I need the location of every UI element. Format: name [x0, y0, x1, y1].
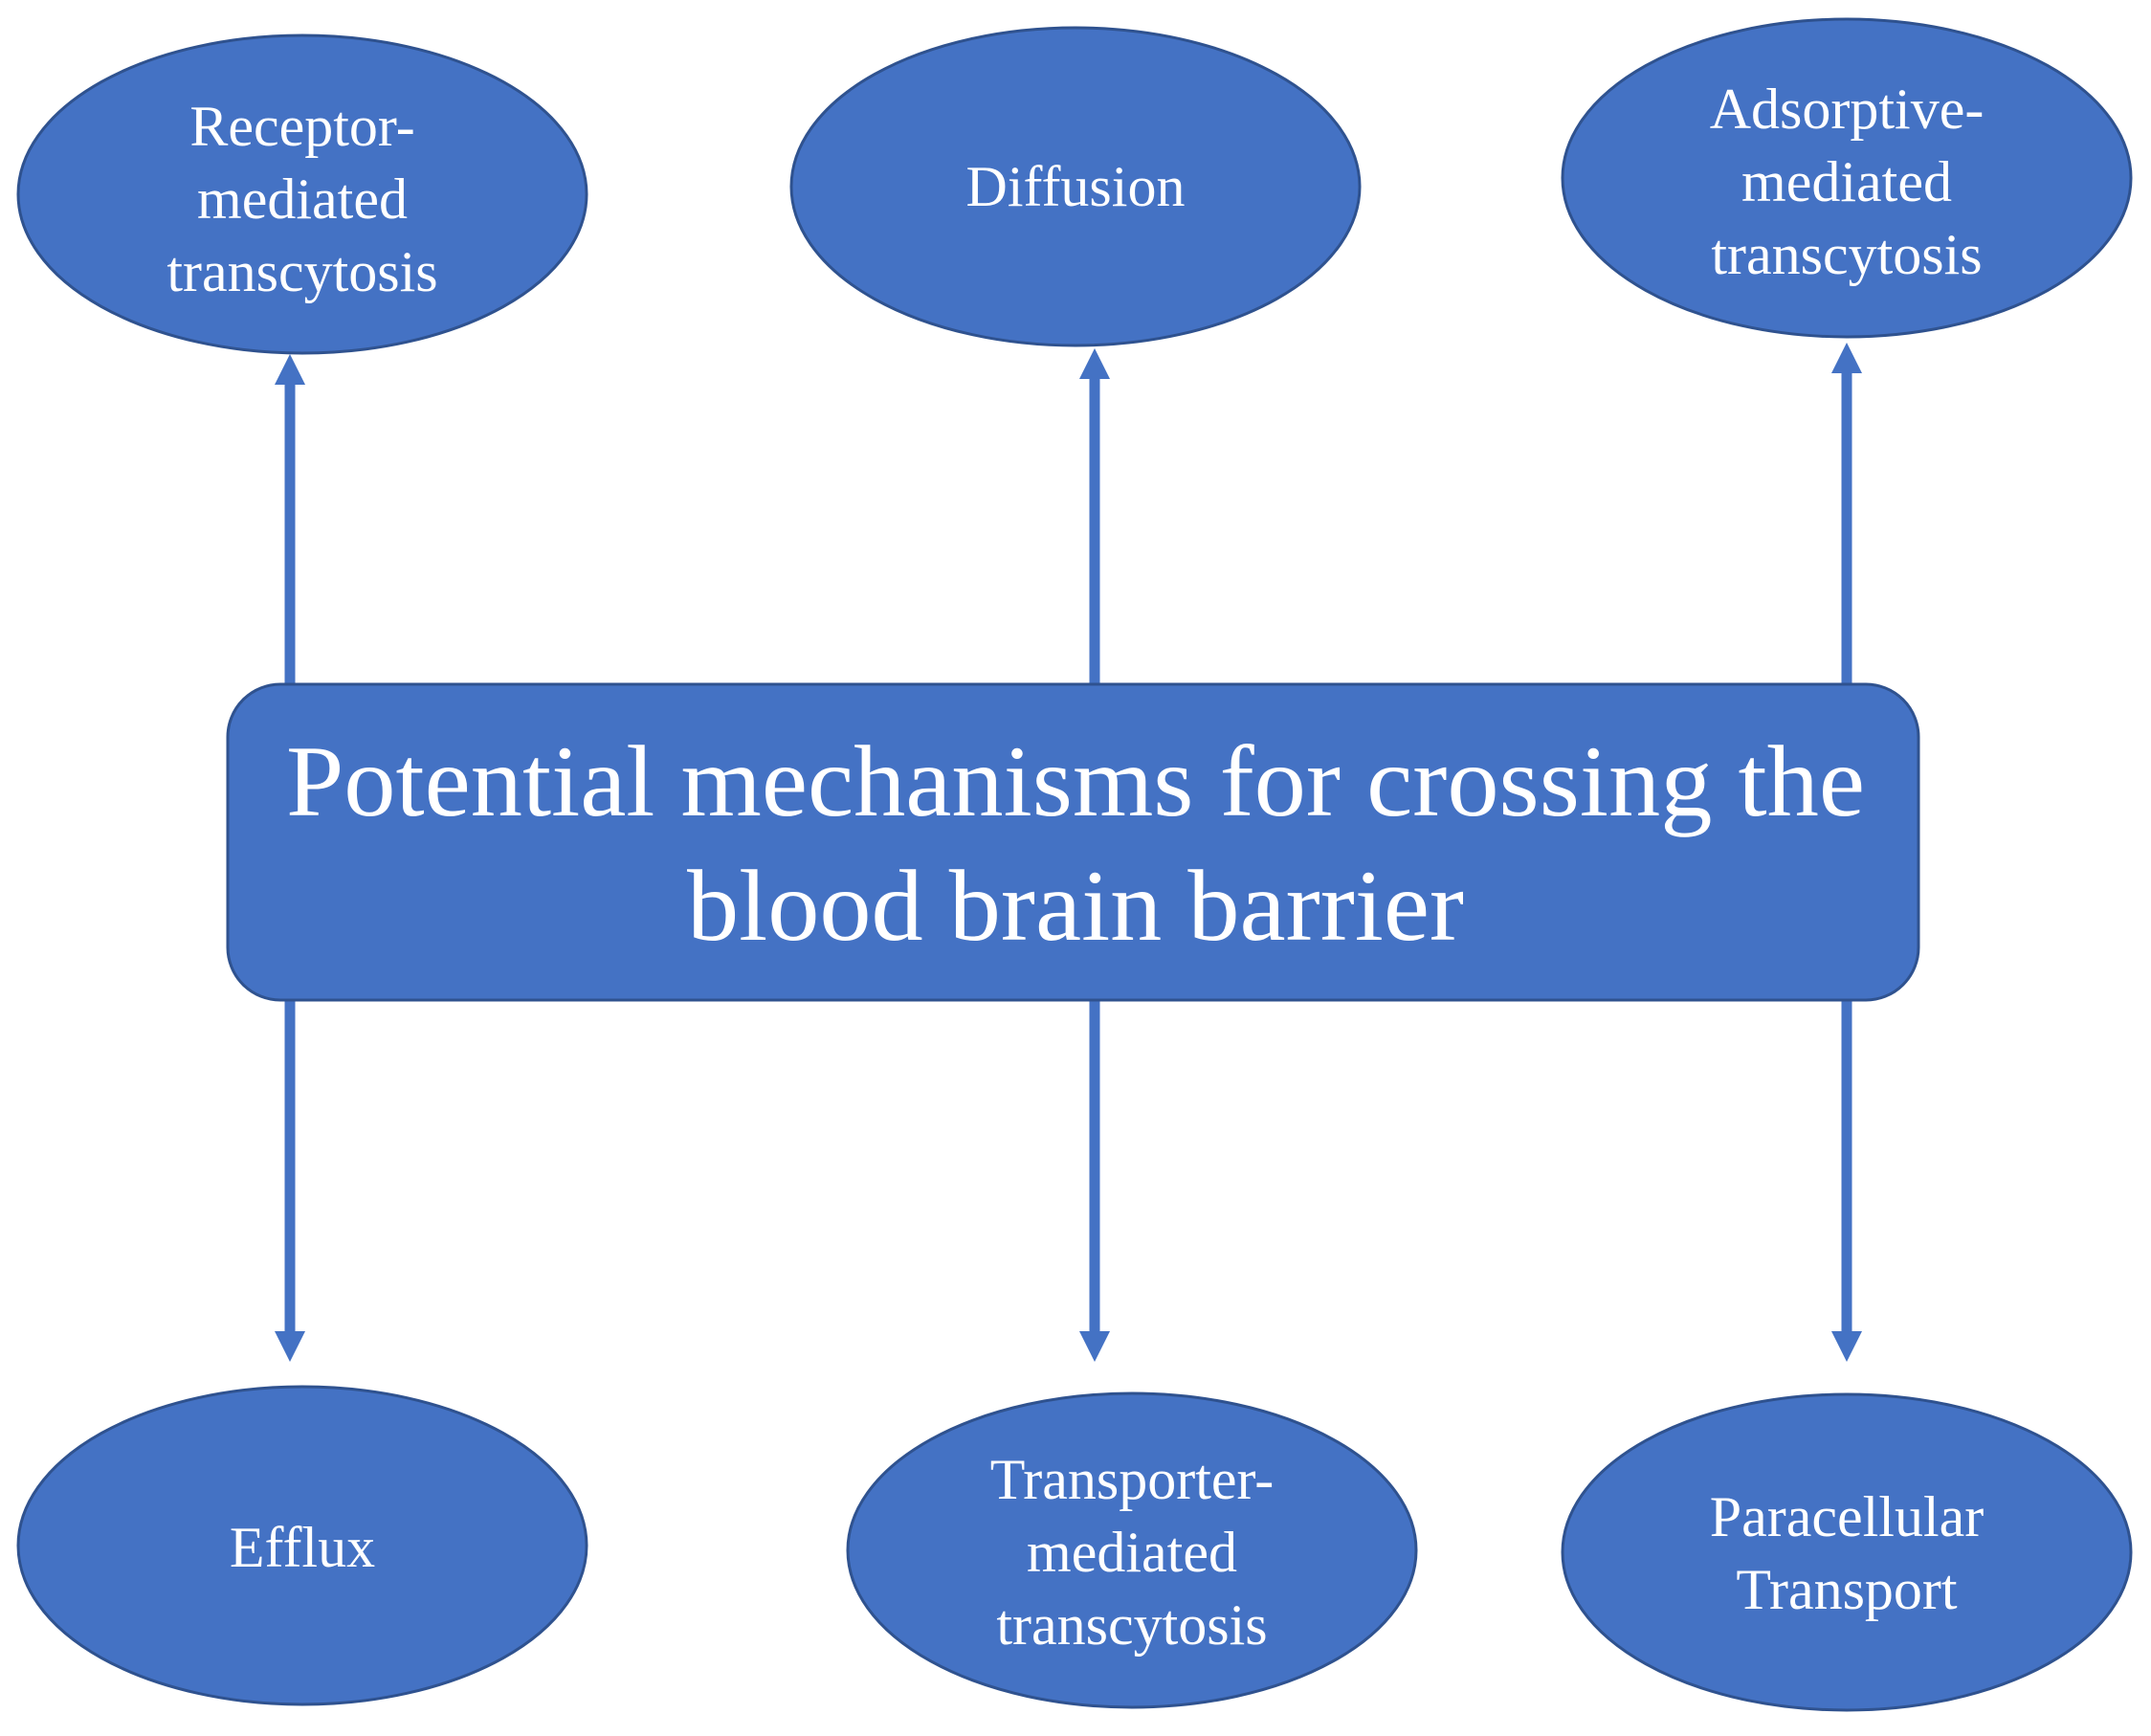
node-label-line: mediated	[197, 167, 408, 231]
node-diffusion: Diffusion	[789, 26, 1362, 347]
center-title-line-1: Potential mechanisms for crossing the	[286, 725, 1865, 837]
node-label-line: Paracellular	[1710, 1485, 1985, 1548]
arrow-to-paracellular-transport	[1831, 1000, 1862, 1362]
node-efflux: Efflux	[16, 1385, 588, 1706]
node-ellipse	[16, 1385, 588, 1706]
node-label-line: Transport	[1736, 1558, 1957, 1621]
node-ellipse	[846, 1391, 1418, 1709]
node-label-line: transcytosis	[996, 1593, 1267, 1657]
node-label-line: mediated	[1741, 150, 1952, 213]
node-label-line: Diffusion	[966, 155, 1186, 218]
node-label-line: Receptor-	[189, 95, 414, 158]
node-transporter-mediated-transcytosis: Transporter- mediated transcytosis	[846, 1391, 1418, 1709]
node-label-line: Transporter-	[990, 1448, 1275, 1511]
arrow-head-down-icon	[1831, 1331, 1862, 1362]
arrow-head-up-icon	[275, 354, 305, 385]
node-label-line: transcytosis	[1711, 223, 1982, 286]
node-ellipse	[1561, 1392, 2133, 1712]
arrow-head-up-icon	[1831, 343, 1862, 373]
node-ellipse	[789, 26, 1362, 347]
node-label-line: transcytosis	[166, 240, 437, 303]
node-label-line: Adsorptive-	[1710, 78, 1985, 141]
node-label-line: Efflux	[230, 1516, 375, 1579]
arrow-head-up-icon	[1079, 348, 1110, 379]
arrow-to-efflux	[275, 1000, 305, 1362]
arrow-head-down-icon	[275, 1331, 305, 1362]
node-ellipse	[1561, 17, 2133, 339]
arrow-to-receptor-mediated-transcytosis	[275, 354, 305, 684]
node-label-line: mediated	[1027, 1521, 1237, 1584]
node-ellipse	[16, 33, 588, 355]
arrow-head-down-icon	[1079, 1331, 1110, 1362]
node-adsorptive-mediated-transcytosis: Adsorptive- mediated transcytosis	[1561, 17, 2133, 339]
center-title-line-2: blood brain barrier	[687, 850, 1464, 962]
arrow-to-diffusion	[1079, 348, 1110, 684]
node-paracellular-transport: Paracellular Transport	[1561, 1392, 2133, 1712]
node-receptor-mediated-transcytosis: Receptor- mediated transcytosis	[16, 33, 588, 355]
center-box: Potential mechanisms for crossing the bl…	[226, 682, 1920, 1002]
arrow-to-transporter-mediated-transcytosis	[1079, 1000, 1110, 1362]
center-box-shape	[226, 682, 1920, 1002]
arrow-to-adsorptive-mediated-transcytosis	[1831, 343, 1862, 684]
